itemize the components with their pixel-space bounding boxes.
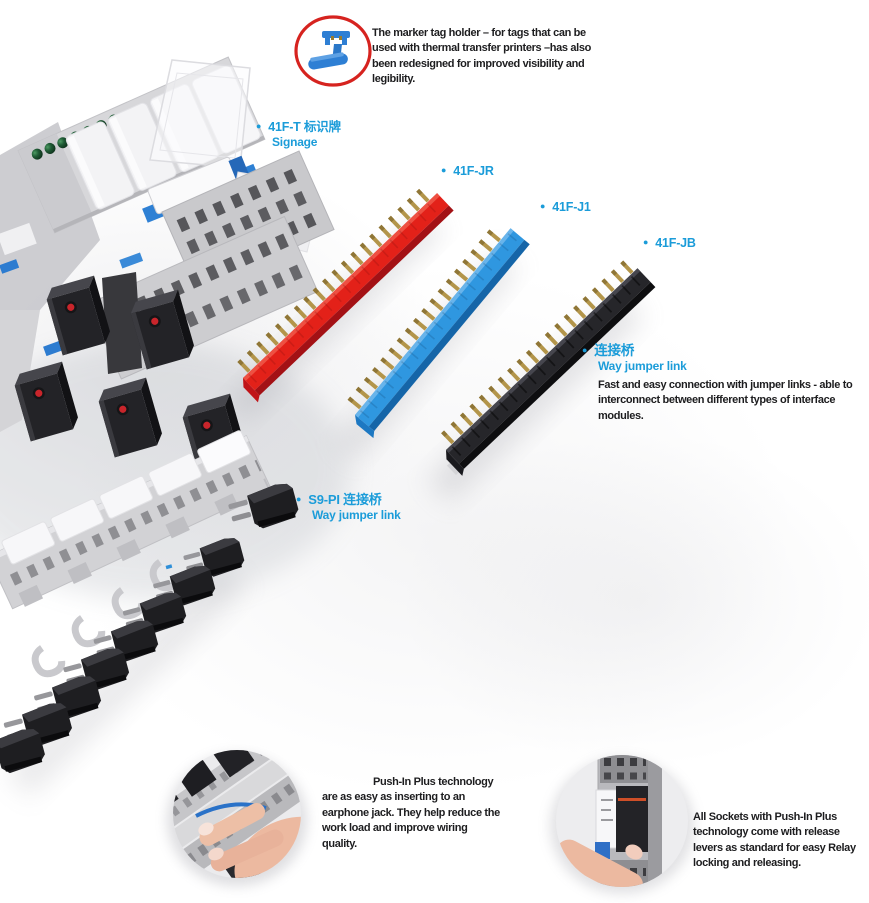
note-line: technology come with release	[693, 826, 840, 839]
label-way-jumper-link: ● 连接桥 Way jumper link	[582, 343, 687, 374]
jumper-strip-black	[441, 259, 656, 476]
bullet-icon: ●	[256, 121, 262, 131]
label-subtitle: Signage	[272, 135, 318, 149]
bullet-icon: ●	[540, 201, 546, 211]
note-line: locking and releasing.	[693, 857, 801, 870]
marker-tag-note: The marker tag holder – for tags that ca…	[372, 26, 612, 88]
label-title: 连接桥	[594, 343, 635, 358]
note-line: levers as standard for easy Relay	[693, 841, 856, 854]
label-title: S9-PI 连接桥	[308, 492, 382, 507]
label-41f-jr: ● 41F-JR	[441, 163, 494, 179]
label-subtitle: Way jumper link	[312, 508, 401, 522]
push-in-note: Push-In Plus technology are as easy as i…	[322, 775, 512, 852]
note-line: interconnect between different types of …	[598, 394, 836, 407]
label-41f-t-signage: ● 41F-T 标识牌 Signage	[256, 119, 341, 150]
note-line: Push-In Plus technology	[373, 776, 494, 788]
note-line: Fast and easy connection with jumper lin…	[598, 379, 853, 391]
note-line: are as easy as inserting to an	[322, 791, 465, 804]
note-line: All Sockets with Push-In Plus	[693, 811, 837, 823]
release-lever-note: All Sockets with Push-In Plus technology…	[693, 810, 869, 872]
note-line: modules.	[598, 409, 644, 422]
relay-assembly-render	[0, 56, 335, 677]
label-title: 41F-JR	[453, 164, 494, 178]
jumper-cascade	[0, 535, 247, 781]
transparent-cover	[149, 59, 251, 169]
label-41f-jb: ● 41F-JB	[643, 235, 696, 251]
jumper-strip-blue	[347, 222, 530, 439]
label-subtitle: Way jumper link	[598, 359, 687, 373]
note-line: used with thermal transfer printers –has…	[372, 42, 591, 55]
label-41f-j1: ● 41F-J1	[540, 199, 591, 215]
rail-gap	[102, 272, 142, 374]
note-line: earphone jack. They help reduce the	[322, 806, 500, 819]
note-line: work load and improve wiring	[322, 822, 468, 835]
note-line: quality.	[322, 837, 357, 850]
way-jumper-link-note: Fast and easy connection with jumper lin…	[598, 378, 866, 424]
din-rail-row	[0, 430, 272, 610]
note-line: The marker tag holder – for tags that ca…	[372, 27, 586, 39]
bullet-icon: ●	[441, 165, 447, 175]
bullet-icon: ●	[296, 494, 302, 504]
release-lever-photo	[556, 755, 688, 887]
label-title: 41F-JB	[655, 236, 696, 250]
note-line: legibility.	[372, 73, 416, 86]
label-title: 41F-T 标识牌	[268, 120, 341, 134]
label-s9-pi: ● S9-PI 连接桥 Way jumper link	[296, 492, 401, 523]
label-title: 41F-J1	[552, 200, 591, 214]
bullet-icon: ●	[643, 237, 649, 247]
bullet-icon: ●	[582, 345, 588, 355]
note-line: been redesigned for improved visibility …	[372, 57, 585, 70]
marker-tag-holder-icon	[294, 15, 372, 87]
